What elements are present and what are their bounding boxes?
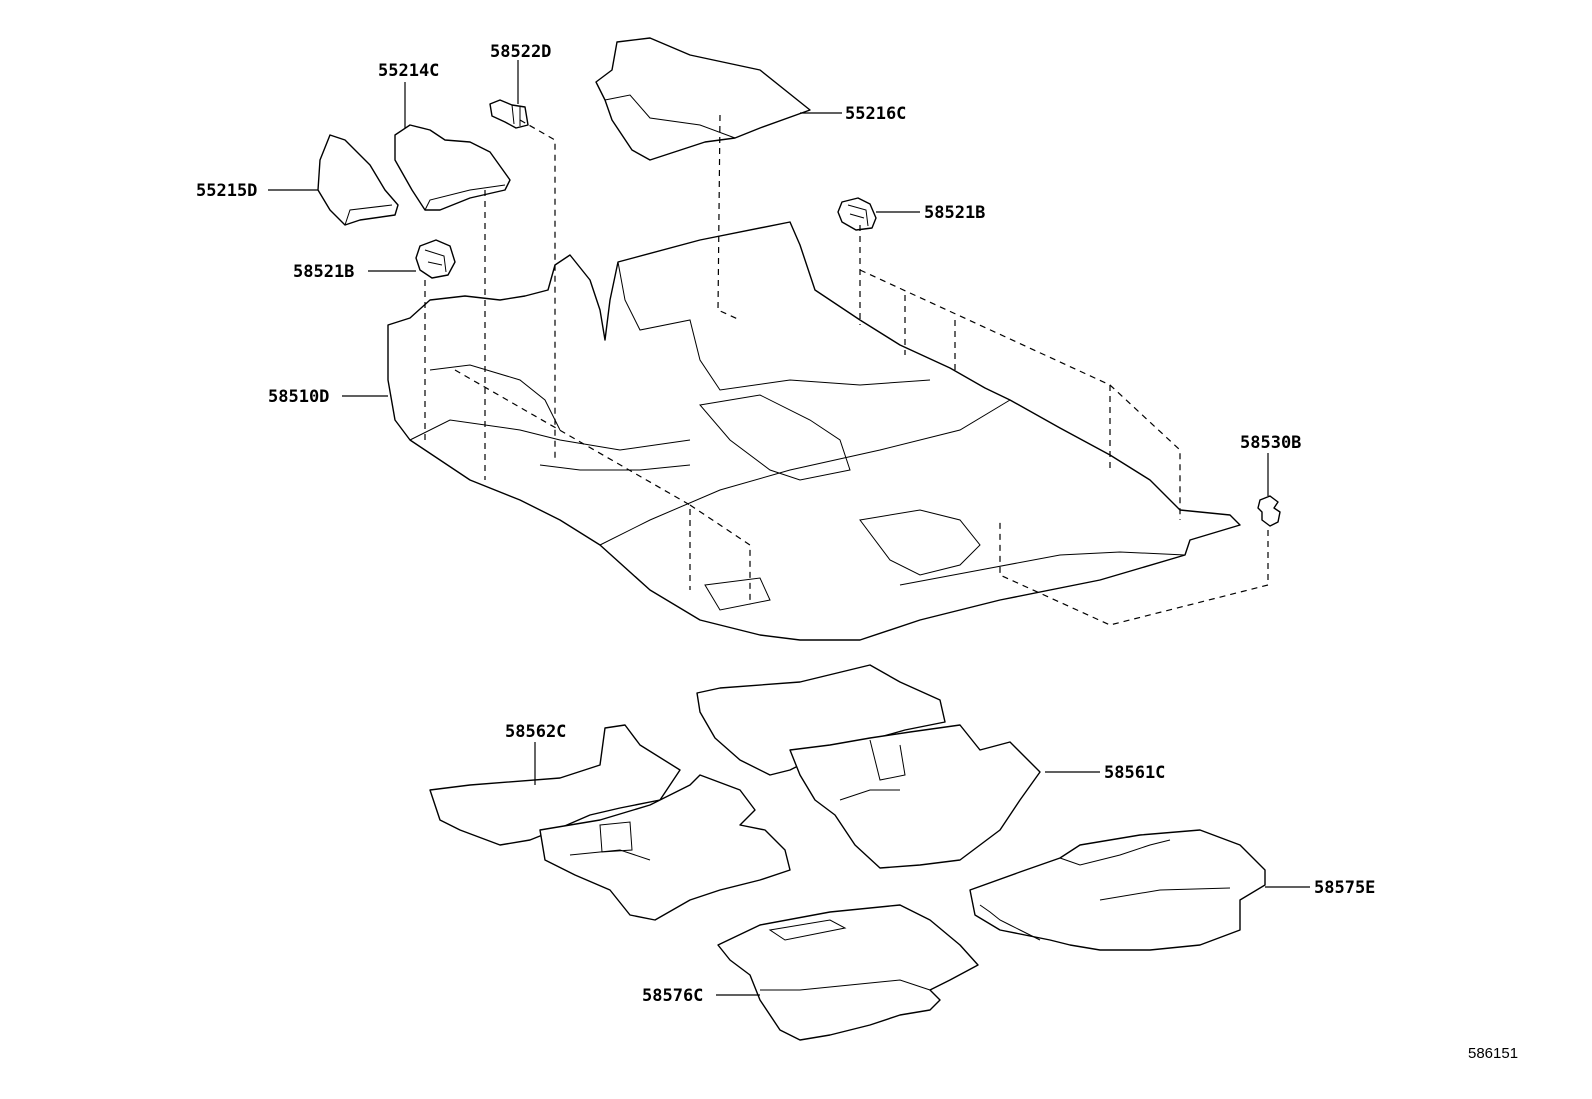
label-58576C[interactable]: 58576C	[642, 986, 703, 1006]
part-55216C-mat[interactable]	[595, 37, 811, 161]
label-55216C[interactable]: 55216C	[845, 104, 906, 124]
part-55215D-insulator[interactable]	[317, 134, 399, 226]
label-58521B-right[interactable]: 58521B	[924, 203, 985, 223]
part-58530B-clip[interactable]	[1257, 495, 1281, 527]
leader-lines	[268, 60, 1310, 996]
part-58575E-tray[interactable]	[969, 829, 1266, 951]
part-58521B-left-bracket[interactable]	[415, 239, 456, 279]
installation-dash-lines	[424, 114, 1269, 626]
diagram-id: 586151	[1468, 1045, 1518, 1062]
label-58561C[interactable]: 58561C	[1104, 763, 1165, 783]
label-58521B-left[interactable]: 58521B	[293, 262, 354, 282]
part-58510D-floor-carpet[interactable]	[387, 221, 1241, 641]
label-55215D[interactable]: 55215D	[196, 181, 257, 201]
label-58530B[interactable]: 58530B	[1240, 433, 1301, 453]
label-58575E[interactable]: 58575E	[1314, 878, 1375, 898]
part-55214C-mat[interactable]	[394, 124, 511, 211]
label-58510D[interactable]: 58510D	[268, 387, 329, 407]
label-55214C[interactable]: 55214C	[378, 61, 439, 81]
label-58562C[interactable]: 58562C	[505, 722, 566, 742]
part-58521B-right-bracket[interactable]	[837, 197, 877, 231]
label-58522D[interactable]: 58522D	[490, 42, 551, 62]
part-58522D-clip[interactable]	[489, 99, 529, 129]
part-58576C-tray[interactable]	[717, 904, 979, 1041]
part-labels: 55214C 58522D 55215D 55216C 58521B 58521…	[196, 42, 1375, 1006]
part-58561C-mat[interactable]	[696, 664, 1041, 869]
part-58562C-mat[interactable]	[429, 724, 791, 921]
